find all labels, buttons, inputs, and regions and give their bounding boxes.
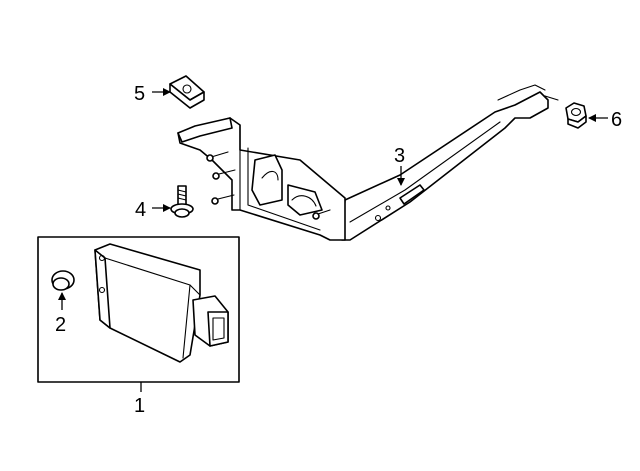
control-module-icon	[94, 243, 229, 363]
callout-2: 2	[55, 314, 66, 336]
callout-3: 3	[394, 145, 405, 167]
mounting-bracket-icon	[177, 84, 559, 241]
bolt-icon	[170, 185, 194, 218]
u-nut-clip-icon	[169, 75, 205, 109]
callout-4: 4	[135, 199, 146, 221]
hex-nut-icon	[565, 102, 587, 129]
callout-1: 1	[134, 395, 145, 417]
grommet-icon	[51, 270, 75, 291]
callout-6: 6	[611, 109, 622, 131]
callout-5: 5	[134, 83, 145, 105]
